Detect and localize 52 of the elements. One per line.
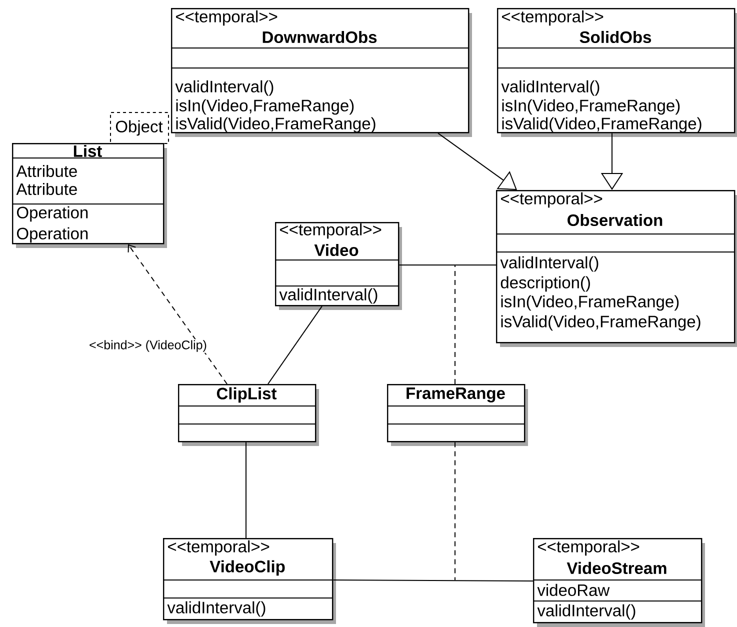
stereotype-label: <<temporal>> — [502, 10, 604, 26]
operation-label: validInterval() — [537, 604, 636, 620]
association-line — [332, 580, 534, 582]
operation-label: isValid(Video,FrameRange) — [501, 315, 700, 331]
class-box — [496, 8, 737, 137]
operation-label: validInterval() — [167, 601, 266, 617]
operation-label: validInterval() — [175, 80, 274, 96]
class-box — [162, 538, 336, 624]
operation-label: validInterval() — [501, 80, 600, 96]
class-box — [496, 190, 737, 347]
generalization-arrow — [438, 132, 517, 190]
operation-label: isValid(Video,FrameRange) — [502, 117, 702, 133]
template-parameter-box — [110, 112, 169, 144]
class-box — [12, 143, 167, 248]
class-name-label: VideoClip — [210, 560, 285, 576]
class-name-label: Video — [314, 244, 358, 256]
class-box — [170, 8, 472, 137]
template-parameter-label: Object — [116, 120, 163, 136]
association-class-line — [454, 264, 456, 384]
association-class-line — [454, 442, 456, 580]
attribute-label: Attribute — [16, 182, 77, 196]
stereotype-label: <<temporal>> — [176, 10, 278, 26]
class-box — [274, 222, 402, 310]
operation-label: validInterval() — [500, 256, 598, 272]
association-line — [398, 264, 496, 266]
operation-label: isIn(Video,FrameRange) — [502, 99, 680, 115]
class-name-label: FrameRange — [406, 388, 505, 402]
class-name-label: ClipList — [216, 387, 277, 403]
class-name-label: VideoStream — [566, 562, 666, 574]
edge-label: <<bind>> (VideoClip) — [88, 339, 208, 353]
class-name-label: List — [74, 144, 102, 158]
attribute-label: Attribute — [16, 164, 77, 178]
stereotype-label: <<temporal>> — [538, 540, 640, 556]
operation-label: isValid(Video,FrameRange) — [176, 117, 376, 133]
stereotype-label: <<temporal>> — [280, 223, 382, 239]
class-box — [386, 384, 528, 446]
class-name-label: Observation — [568, 214, 662, 226]
class-name-label: DownwardObs — [262, 30, 377, 44]
class-box — [178, 384, 319, 446]
operation-label: Operation — [17, 206, 88, 222]
class-name-label: SolidObs — [580, 30, 652, 44]
stereotype-label: <<temporal>> — [168, 540, 270, 556]
dependency-arrow — [128, 244, 228, 384]
operation-label: Operation — [17, 227, 88, 243]
association-line — [268, 306, 322, 384]
operation-label: description() — [500, 276, 590, 292]
attribute-label: videoRaw — [537, 584, 610, 596]
operation-label: validInterval() — [279, 288, 378, 304]
operation-label: isIn(Video,FrameRange) — [501, 295, 679, 311]
operation-label: isIn(Video,FrameRange) — [176, 99, 354, 115]
stereotype-label: <<temporal>> — [501, 192, 602, 208]
class-box — [532, 538, 705, 627]
